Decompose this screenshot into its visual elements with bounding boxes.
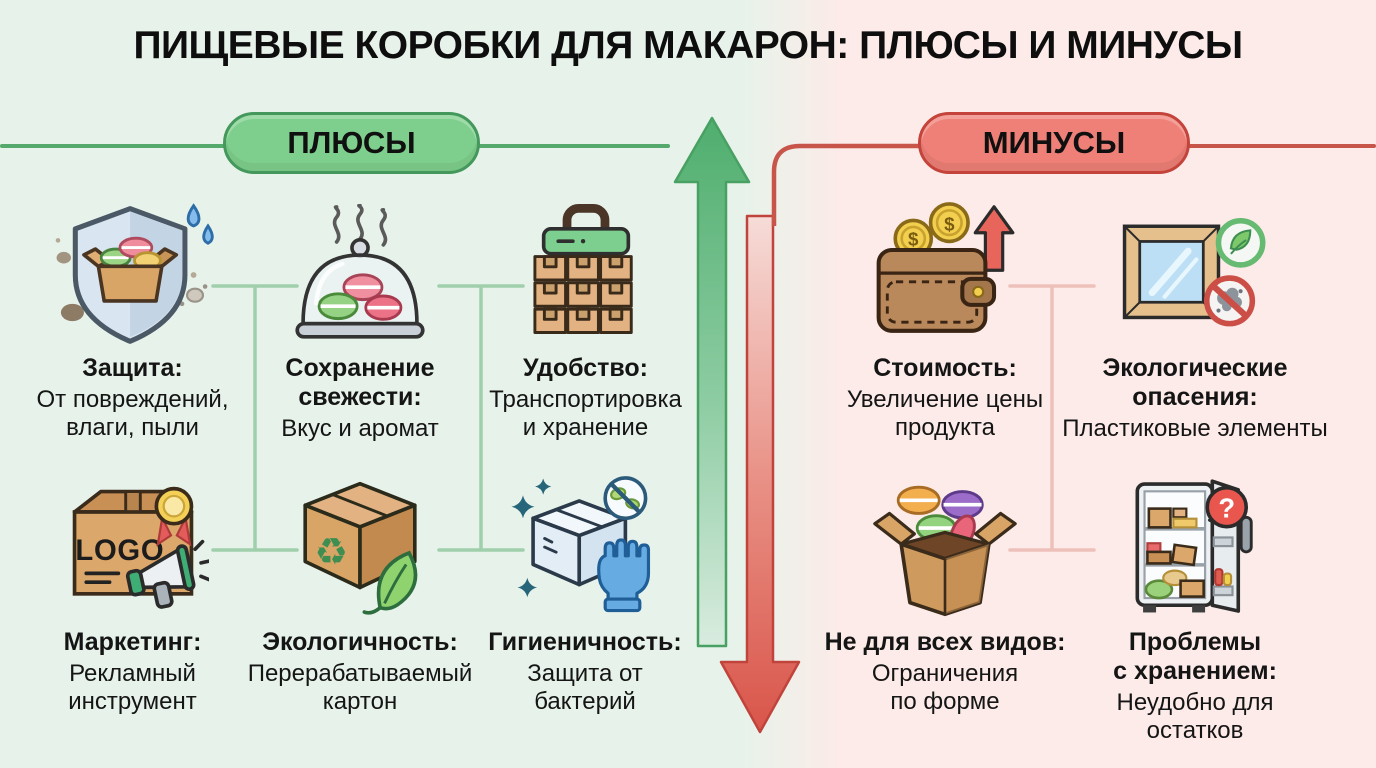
pros-connector-2 — [437, 284, 525, 552]
item-heading: Проблемы с хранением: — [1113, 628, 1277, 685]
stacked-boxes-handle-icon — [468, 198, 703, 350]
cons-connector-1 — [1008, 284, 1096, 552]
cons-pill: МИНУСЫ — [918, 112, 1190, 174]
page-title: ПИЩЕВЫЕ КОРОБКИ ДЛЯ МАКАРОН: ПЛЮСЫ И МИН… — [133, 24, 1243, 67]
clean-box-glove-icon — [470, 472, 700, 624]
logo-box-megaphone-icon: LOGO — [20, 472, 245, 624]
pros-connector-1 — [211, 284, 299, 552]
item-body: От повреждений, влаги, пыли — [36, 385, 229, 442]
item-body: Вкус и аромат — [281, 414, 439, 442]
pros-item-protection: Защита: От повреждений, влаги, пыли — [10, 198, 255, 442]
box-macarons-overflow-icon — [790, 472, 1100, 624]
red-down-arrow — [719, 214, 801, 734]
green-up-arrow — [673, 116, 751, 648]
logo-text: LOGO — [75, 535, 164, 567]
pros-line-left — [0, 144, 225, 148]
cons-label: МИНУСЫ — [982, 125, 1126, 160]
cons-line-right — [1188, 144, 1376, 148]
item-heading: Не для всех видов: — [824, 628, 1066, 656]
item-body: Пластиковые элементы — [1062, 414, 1328, 442]
item-heading: Стоимость: — [873, 354, 1017, 382]
item-heading: Экологические опасения: — [1102, 354, 1288, 411]
item-heading: Защита: — [82, 354, 183, 382]
item-heading: Экологичность: — [262, 628, 458, 656]
item-body: Рекламный инструмент — [68, 659, 197, 716]
coin-dollar-text: $ — [908, 229, 919, 250]
cons-item-shape-limits: Не для всех видов: Ограничения по форме — [790, 472, 1100, 716]
item-heading: Гигиеничность: — [488, 628, 682, 656]
pros-item-convenience: Удобство: Транспортировка и хранение — [468, 198, 703, 442]
pros-item-freshness: Сохранение свежести: Вкус и аромат — [245, 198, 475, 443]
item-heading: Сохранение свежести: — [285, 354, 435, 411]
pros-item-hygiene: Гигиеничность: Защита от бактерий — [470, 472, 700, 716]
item-body: Увеличение цены продукта — [846, 385, 1044, 442]
item-heading: Маркетинг: — [63, 628, 202, 656]
cons-line-corner — [771, 143, 920, 226]
cons-item-eco-danger: Экологические опасения: Пластиковые элем… — [1040, 198, 1350, 443]
pros-item-eco: ♻ Экологичность: Перерабатываемый картон — [240, 472, 480, 716]
recycle-symbol: ♻ — [314, 530, 348, 572]
fridge-storage-question-icon: ? — [1045, 472, 1345, 624]
item-body: Транспортировка и хранение — [489, 385, 682, 442]
freshness-cloche-icon — [245, 198, 475, 350]
recyclable-box-leaf-icon: ♻ — [240, 472, 480, 624]
pros-item-marketing: LOGO Маркетинг: Рекламный инструмент — [20, 472, 245, 716]
wallet-coins-arrow-icon: $ $ — [795, 198, 1095, 350]
pros-label: ПЛЮСЫ — [287, 125, 416, 160]
item-body: Перерабатываемый картон — [247, 659, 473, 716]
coin-dollar-text: $ — [944, 214, 955, 235]
item-body: Защита от бактерий — [527, 659, 643, 716]
item-heading: Удобство: — [522, 354, 648, 382]
shield-protection-icon — [10, 198, 255, 350]
question-mark-text: ? — [1218, 492, 1235, 523]
item-body: Неудобно для остатков — [1116, 688, 1274, 744]
pros-pill: ПЛЮСЫ — [223, 112, 480, 174]
cons-item-storage: ? Проблемы с хранением: Неудобно для ост… — [1045, 472, 1345, 745]
plastic-window-eco-warning-icon — [1040, 198, 1350, 350]
item-body: Ограничения по форме — [871, 659, 1019, 716]
pros-line-right — [478, 144, 670, 148]
cons-item-cost: $ $ Стоимость: Увеличение цены продукта — [795, 198, 1095, 442]
